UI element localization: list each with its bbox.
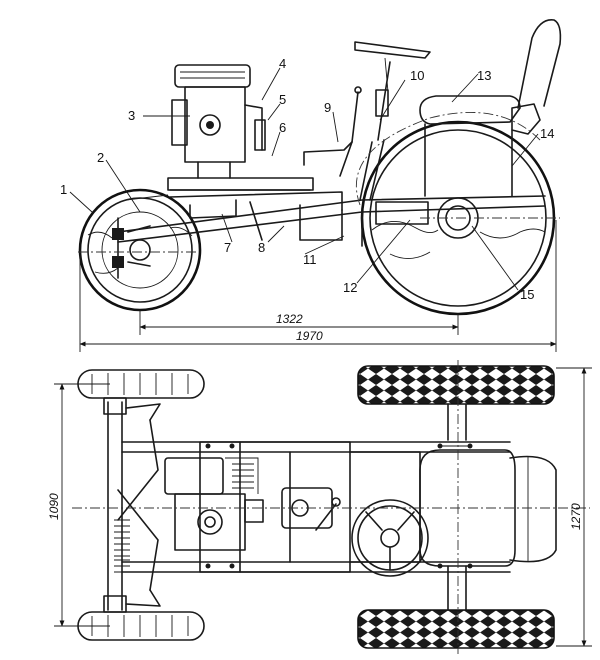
front-suspension (112, 217, 151, 279)
rear-wheels-top (357, 365, 555, 649)
seat-top (419, 449, 557, 567)
controls-side (303, 41, 431, 201)
wheelbase-dimension: 1322 (276, 312, 303, 326)
front-wheel-side (78, 188, 202, 312)
callout-15: 15 (520, 287, 534, 302)
callout-11: 11 (303, 252, 317, 267)
callout-2: 2 (97, 150, 104, 165)
side-dimensions: 1322 1970 (79, 220, 557, 352)
callout-12: 12 (343, 280, 357, 295)
callout-4: 4 (279, 56, 286, 71)
callout-labels: 1 2 3 4 5 6 7 8 9 10 11 12 13 14 15 (60, 56, 554, 302)
callout-1: 1 (60, 182, 67, 197)
rear-track-dimension: 1270 (569, 503, 583, 530)
overall-length-dimension: 1970 (296, 329, 323, 343)
engine-top (164, 457, 264, 551)
callout-7: 7 (224, 240, 231, 255)
front-wheels-top (77, 369, 205, 641)
leader-lines (69, 67, 539, 291)
frame-top (121, 441, 511, 573)
side-view: 1 2 3 4 5 6 7 8 9 10 11 12 13 14 15 1322… (60, 19, 562, 352)
top-view: 1090 1270 (47, 360, 592, 654)
steering-wheel-top (351, 499, 429, 577)
callout-8: 8 (258, 240, 265, 255)
callout-13: 13 (477, 68, 491, 83)
callout-5: 5 (279, 92, 286, 107)
callout-3: 3 (128, 108, 135, 123)
seat-side (419, 19, 562, 197)
frame-side (117, 177, 546, 247)
callout-9: 9 (324, 100, 331, 115)
top-dimensions: 1090 1270 (47, 367, 592, 647)
callout-14: 14 (540, 126, 554, 141)
callout-10: 10 (410, 68, 424, 83)
front-axle-top (103, 397, 161, 613)
front-track-dimension: 1090 (47, 493, 61, 520)
callout-6: 6 (279, 120, 286, 135)
engine-side (171, 64, 266, 179)
